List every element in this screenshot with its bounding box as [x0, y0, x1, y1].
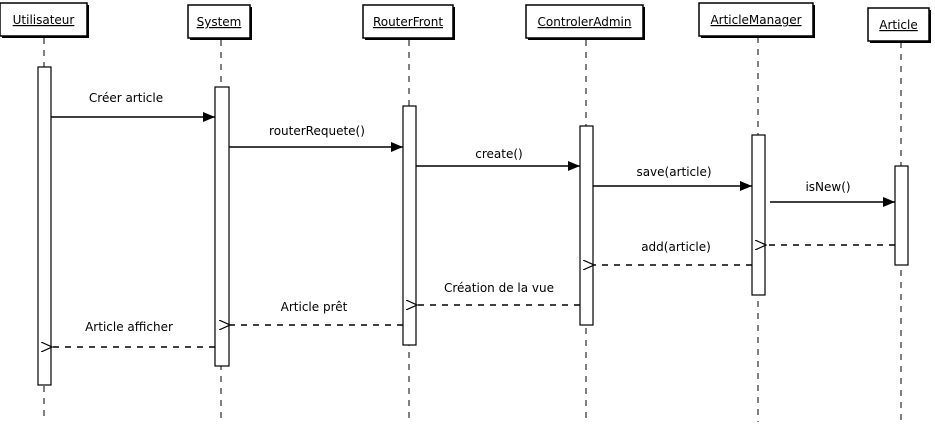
messages-return [52, 245, 895, 347]
message-label: save(article) [636, 165, 711, 179]
participant-label: Utilisateur [13, 13, 75, 27]
activations [37, 66, 909, 386]
lifelines [43, 37, 902, 422]
message-label: Création de la vue [444, 281, 554, 295]
message-labels: Créer article routerRequete() create() s… [85, 91, 850, 334]
participant-controleradmin: ControlerAdmin [525, 4, 645, 40]
activation-articlemanager [751, 134, 766, 296]
participant-article: Article [867, 7, 931, 43]
message-label: add(article) [641, 240, 711, 254]
activation-controleradmin [579, 125, 594, 326]
activation-article [894, 165, 909, 266]
participant-label: ArticleManager [710, 13, 801, 27]
message-label: Article afficher [85, 320, 173, 334]
participant-system: System [187, 4, 252, 40]
participant-label: System [197, 15, 242, 29]
participant-label: Article [879, 18, 918, 32]
activation-utilisateur [37, 66, 52, 386]
participant-label: RouterFront [373, 15, 443, 29]
message-label: routerRequete() [269, 124, 365, 138]
participant-articlemanager: ArticleManager [698, 2, 815, 38]
participant-utilisateur: Utilisateur [0, 2, 89, 38]
participant-routerfront: RouterFront [362, 4, 455, 40]
activation-system [214, 86, 230, 367]
message-label: isNew() [805, 180, 850, 194]
messages-sync [51, 112, 895, 207]
activation-routerfront [402, 105, 417, 346]
message-label: create() [475, 147, 522, 161]
participant-label: ControlerAdmin [538, 15, 632, 29]
message-label: Créer article [89, 91, 163, 105]
message-label: Article prêt [281, 300, 348, 314]
